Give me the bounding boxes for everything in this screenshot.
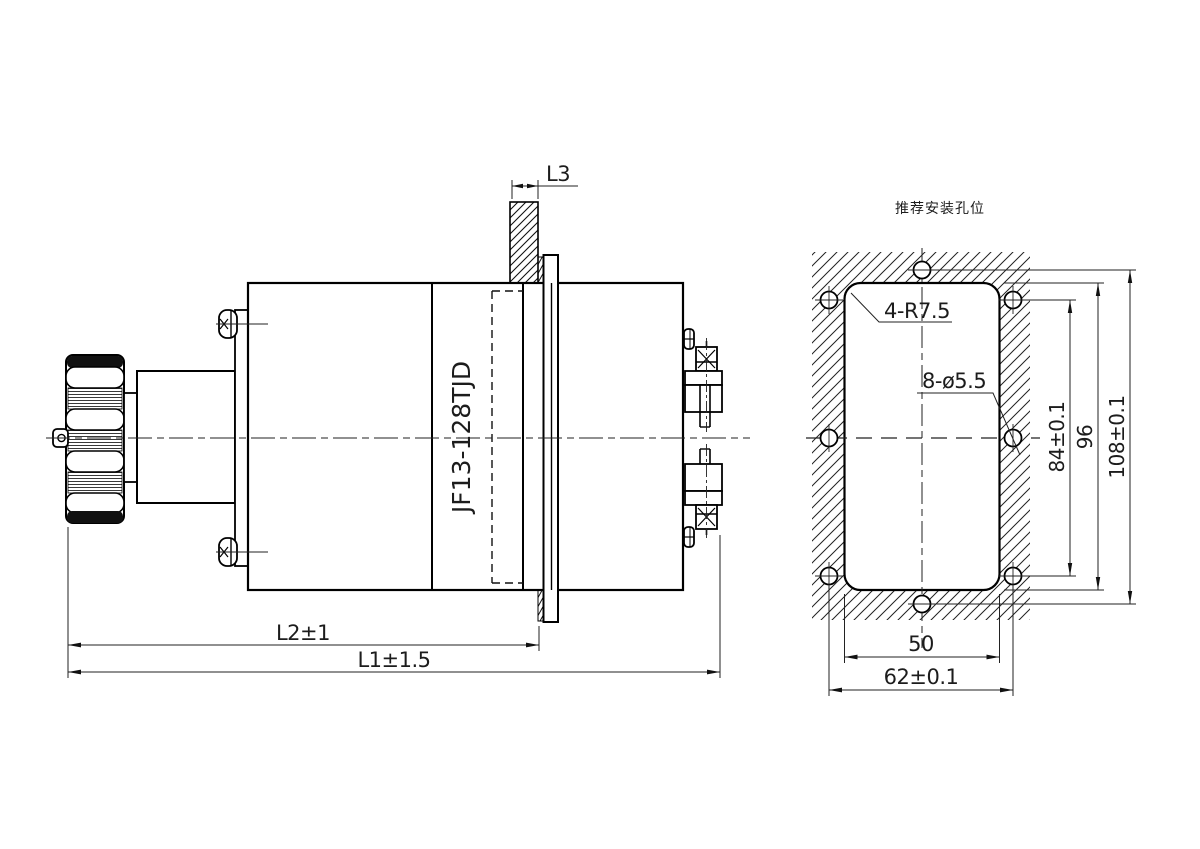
terminal-upper [684,338,723,432]
dim-96: 96 [1004,282,1104,591]
hole-diameter-text: 8-ø5.5 [922,369,986,393]
rear-edge-screw-top [683,328,695,350]
dim-l2: L2±1 [67,527,540,678]
corner-radius-text: 4-R7.5 [884,299,950,323]
dim-84: 84±0.1 [1022,299,1076,577]
hole-diameter-callout: 8-ø5.5 [917,369,1021,456]
dim-108: 108±0.1 [930,269,1136,605]
knob-cap-bottom [67,511,123,523]
dim-84-text: 84±0.1 [1045,401,1069,472]
dim-62: 62±0.1 [828,584,1014,696]
front-shell [136,370,236,504]
hidden-bore-outline [491,290,523,584]
knob-cap-top [67,356,123,368]
mounting-view: 推荐安装孔位 [806,201,1136,696]
dim-l1-text: L1±1.5 [357,648,430,672]
dim-62-text: 62±0.1 [884,665,959,689]
terminal-lower [684,444,723,538]
dim-96-text: 96 [1073,425,1097,449]
dim-l3: L3 [511,162,578,199]
dim-l3-text: L3 [546,162,570,186]
dim-50-text: 50 [908,632,934,656]
corner-radius-callout: 4-R7.5 [850,292,952,323]
connector-body [246,281,685,592]
rear-edge-screw-bottom [683,526,695,548]
dim-l2-text: L2±1 [276,621,330,645]
mounting-view-title: 推荐安装孔位 [895,201,985,217]
panel-wall-section [509,201,539,284]
dim-108-text: 108±0.1 [1105,395,1129,478]
dim-l1: L1±1.5 [68,535,721,678]
side-view: JF13-128TJD L3 L2±1 L1±1.5 [46,162,750,678]
coupling-knob [65,354,125,524]
dim-50: 50 [844,594,1000,663]
